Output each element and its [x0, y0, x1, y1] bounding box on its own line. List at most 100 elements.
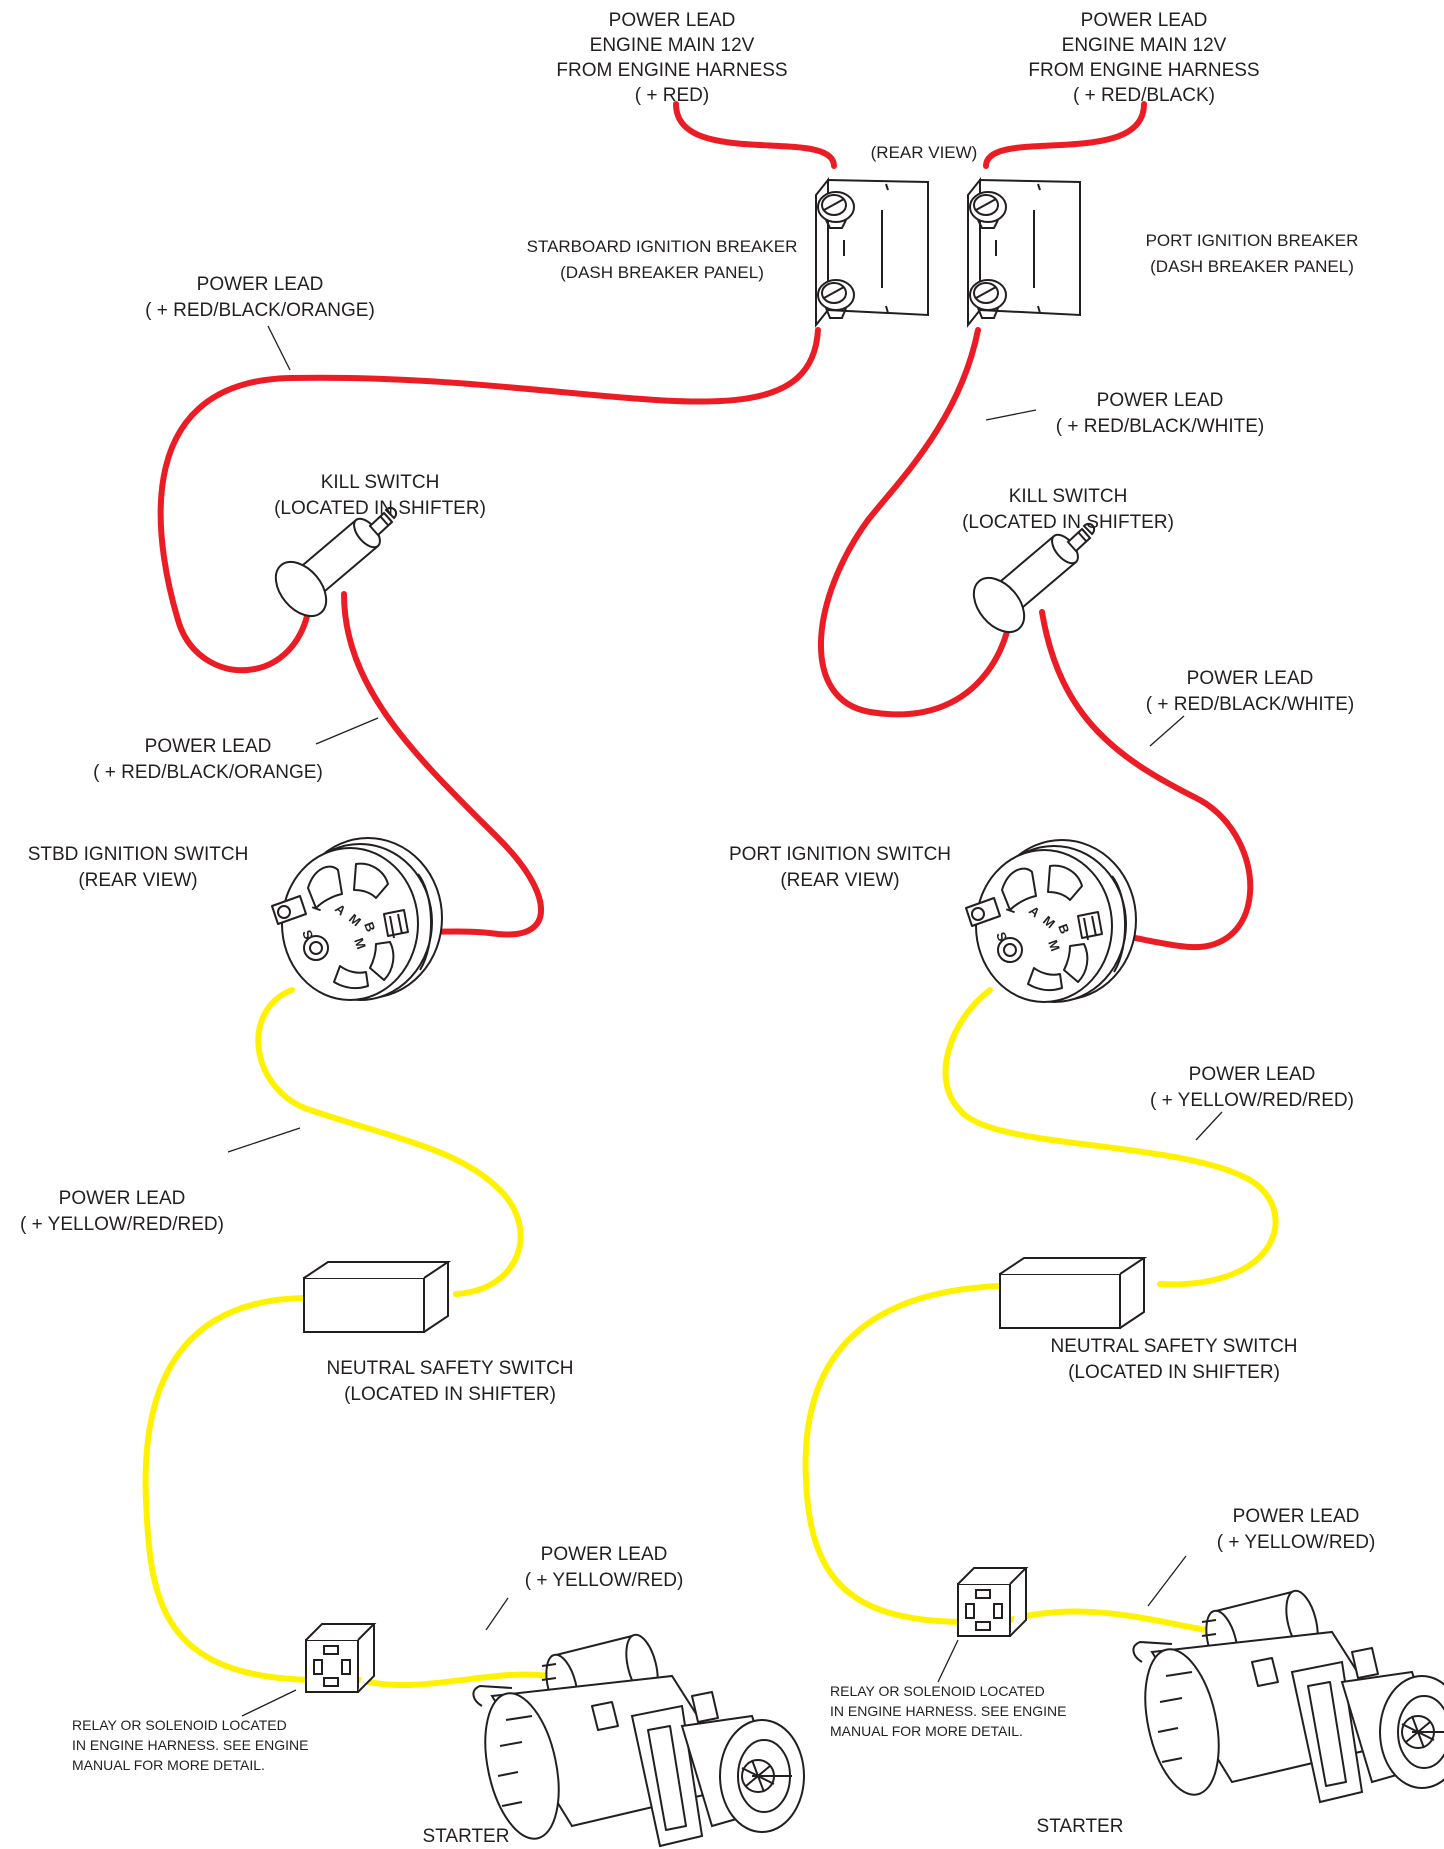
- stbd-breaker-kill-lead-label: POWER LEAD ( + RED/BLACK/ORANGE): [145, 274, 375, 321]
- label-line: KILL SWITCH: [1009, 486, 1128, 507]
- label-line: POWER LEAD: [59, 1188, 186, 1209]
- label-line: ENGINE MAIN 12V: [1062, 35, 1227, 56]
- label-line: POWER LEAD: [609, 10, 736, 31]
- port-breaker-label: PORT IGNITION BREAKER (DASH BREAKER PANE…: [1146, 231, 1359, 276]
- label-line: ( + RED/BLACK/WHITE): [1056, 416, 1265, 437]
- stbd-ignition-breaker: [815, 179, 929, 326]
- wire-port-relay-to-starter: [1007, 1608, 1209, 1633]
- label-line: (DASH BREAKER PANEL): [1150, 257, 1354, 276]
- port-ign-neutral-lead-label: POWER LEAD ( + YELLOW/RED/RED): [1150, 1064, 1354, 1111]
- label-line: ( + RED/BLACK/WHITE): [1146, 694, 1355, 715]
- port-ignition-breaker: [967, 179, 1081, 326]
- label-line: STBD IGNITION SWITCH: [28, 844, 249, 865]
- leader-stbd-relay-lead: [485, 1597, 509, 1631]
- stbd-neutral-switch-label: NEUTRAL SAFETY SWITCH (LOCATED IN SHIFTE…: [326, 1358, 573, 1405]
- wire-stbd-kill-to-ignition: [341, 591, 544, 938]
- label-line: (REAR VIEW): [780, 870, 899, 891]
- stbd-relay-note: RELAY OR SOLENOID LOCATED IN ENGINE HARN…: [72, 1717, 309, 1773]
- port-kill-switch-label: KILL SWITCH (LOCATED IN SHIFTER): [962, 486, 1174, 533]
- label-line: ( + RED/BLACK): [1073, 85, 1215, 106]
- stbd-main-power-label: POWER LEAD ENGINE MAIN 12V FROM ENGINE H…: [556, 10, 787, 106]
- stbd-ignition-switch-label: STBD IGNITION SWITCH (REAR VIEW): [28, 844, 249, 891]
- wire-port-ignition-to-neutral: [942, 987, 1279, 1288]
- label-line: ( + RED/BLACK/ORANGE): [93, 762, 323, 783]
- stbd-breaker-label: STARBOARD IGNITION BREAKER (DASH BREAKER…: [527, 237, 798, 282]
- label-line: (LOCATED IN SHIFTER): [962, 512, 1174, 533]
- port-relay: [957, 1567, 1027, 1637]
- leader-port-breaker-lead: [985, 409, 1037, 421]
- label-line: IN ENGINE HARNESS. SEE ENGINE: [72, 1737, 309, 1753]
- label-line: POWER LEAD: [1187, 668, 1314, 689]
- label-line: ( + RED): [635, 85, 709, 106]
- label-line: ENGINE MAIN 12V: [590, 35, 755, 56]
- leader-stbd-breaker-lead: [267, 325, 291, 371]
- port-neutral-safety-switch: [999, 1257, 1145, 1329]
- wire-stbd-ignition-to-neutral: [255, 987, 524, 1297]
- wire-stbd-relay-to-starter: [357, 1671, 551, 1688]
- port-main-power-label: POWER LEAD ENGINE MAIN 12V FROM ENGINE H…: [1028, 10, 1259, 106]
- stbd-starter: [472, 1630, 805, 1847]
- label-line: FROM ENGINE HARNESS: [556, 60, 787, 81]
- leader-port-yellow-lead: [1195, 1111, 1223, 1141]
- label-line: MANUAL FOR MORE DETAIL.: [72, 1757, 265, 1773]
- wire-stbd-breaker-to-kill: [157, 327, 821, 674]
- label-line: POWER LEAD: [197, 274, 324, 295]
- port-starter: [1132, 1586, 1444, 1803]
- port-kill-ign-lead-label: POWER LEAD ( + RED/BLACK/WHITE): [1146, 668, 1355, 715]
- wire-port-kill-to-ignition: [1039, 609, 1254, 951]
- rear-view-label: (REAR VIEW): [871, 143, 978, 162]
- label-line: KILL SWITCH: [321, 472, 440, 493]
- leader-stbd-relay-note: [241, 1689, 297, 1717]
- label-line: ( + YELLOW/RED): [1217, 1532, 1376, 1553]
- label-line: ( + YELLOW/RED): [525, 1570, 684, 1591]
- stbd-kill-ign-lead-label: POWER LEAD ( + RED/BLACK/ORANGE): [93, 736, 323, 783]
- port-breaker-kill-lead-label: POWER LEAD ( + RED/BLACK/WHITE): [1056, 390, 1265, 437]
- wire-stbd-neutral-to-relay: [142, 1295, 323, 1683]
- port-ignition-switch: [965, 839, 1137, 1003]
- leader-stbd-yellow-lead: [227, 1127, 301, 1153]
- label-line: NEUTRAL SAFETY SWITCH: [326, 1358, 573, 1379]
- label-line: PORT IGNITION BREAKER: [1146, 231, 1359, 250]
- label-line: (LOCATED IN SHIFTER): [344, 1384, 556, 1405]
- label-line: POWER LEAD: [1081, 10, 1208, 31]
- stbd-ign-neutral-lead-label: POWER LEAD ( + YELLOW/RED/RED): [20, 1188, 224, 1235]
- label-line: ( + YELLOW/RED/RED): [20, 1214, 224, 1235]
- stbd-starter-label: STARTER: [423, 1826, 510, 1847]
- port-neutral-switch-label: NEUTRAL SAFETY SWITCH (LOCATED IN SHIFTE…: [1050, 1336, 1297, 1383]
- label-line: ( + YELLOW/RED/RED): [1150, 1090, 1354, 1111]
- label-line: RELAY OR SOLENOID LOCATED: [72, 1717, 287, 1733]
- label-line: (LOCATED IN SHIFTER): [1068, 1362, 1280, 1383]
- label-line: POWER LEAD: [541, 1544, 668, 1565]
- stbd-relay: [305, 1623, 375, 1693]
- stbd-neutral-safety-switch: [303, 1261, 449, 1333]
- label-line: POWER LEAD: [1233, 1506, 1360, 1527]
- label-line: STARBOARD IGNITION BREAKER: [527, 237, 798, 256]
- label-line: (REAR VIEW): [78, 870, 197, 891]
- leader-port-relay-lead: [1147, 1555, 1187, 1607]
- label-line: PORT IGNITION SWITCH: [729, 844, 951, 865]
- leader-port-kill-lead: [1149, 715, 1185, 747]
- wire-port-neutral-to-relay: [802, 1283, 1003, 1625]
- wire-port-main-red: [983, 101, 1147, 169]
- port-relay-starter-lead-label: POWER LEAD ( + YELLOW/RED): [1217, 1506, 1376, 1553]
- wire-stbd-main-red: [673, 101, 837, 169]
- stbd-ignition-switch: [271, 837, 443, 1001]
- wire-port-breaker-to-kill: [817, 327, 1013, 718]
- label-line: (LOCATED IN SHIFTER): [274, 498, 486, 519]
- stbd-relay-starter-lead-label: POWER LEAD ( + YELLOW/RED): [525, 1544, 684, 1591]
- label-line: NEUTRAL SAFETY SWITCH: [1050, 1336, 1297, 1357]
- label-line: (DASH BREAKER PANEL): [560, 263, 764, 282]
- label-line: POWER LEAD: [1189, 1064, 1316, 1085]
- label-line: POWER LEAD: [145, 736, 272, 757]
- port-kill-switch: [962, 522, 1096, 643]
- leader-stbd-kill-lead: [315, 717, 379, 745]
- port-starter-label: STARTER: [1037, 1816, 1124, 1837]
- port-relay-note: RELAY OR SOLENOID LOCATED IN ENGINE HARN…: [830, 1683, 1067, 1739]
- label-line: IN ENGINE HARNESS. SEE ENGINE: [830, 1703, 1067, 1719]
- leader-port-relay-note: [937, 1639, 959, 1683]
- stbd-kill-switch-label: KILL SWITCH (LOCATED IN SHIFTER): [274, 472, 486, 519]
- label-line: POWER LEAD: [1097, 390, 1224, 411]
- stbd-kill-switch: [264, 506, 398, 627]
- label-line: RELAY OR SOLENOID LOCATED: [830, 1683, 1045, 1699]
